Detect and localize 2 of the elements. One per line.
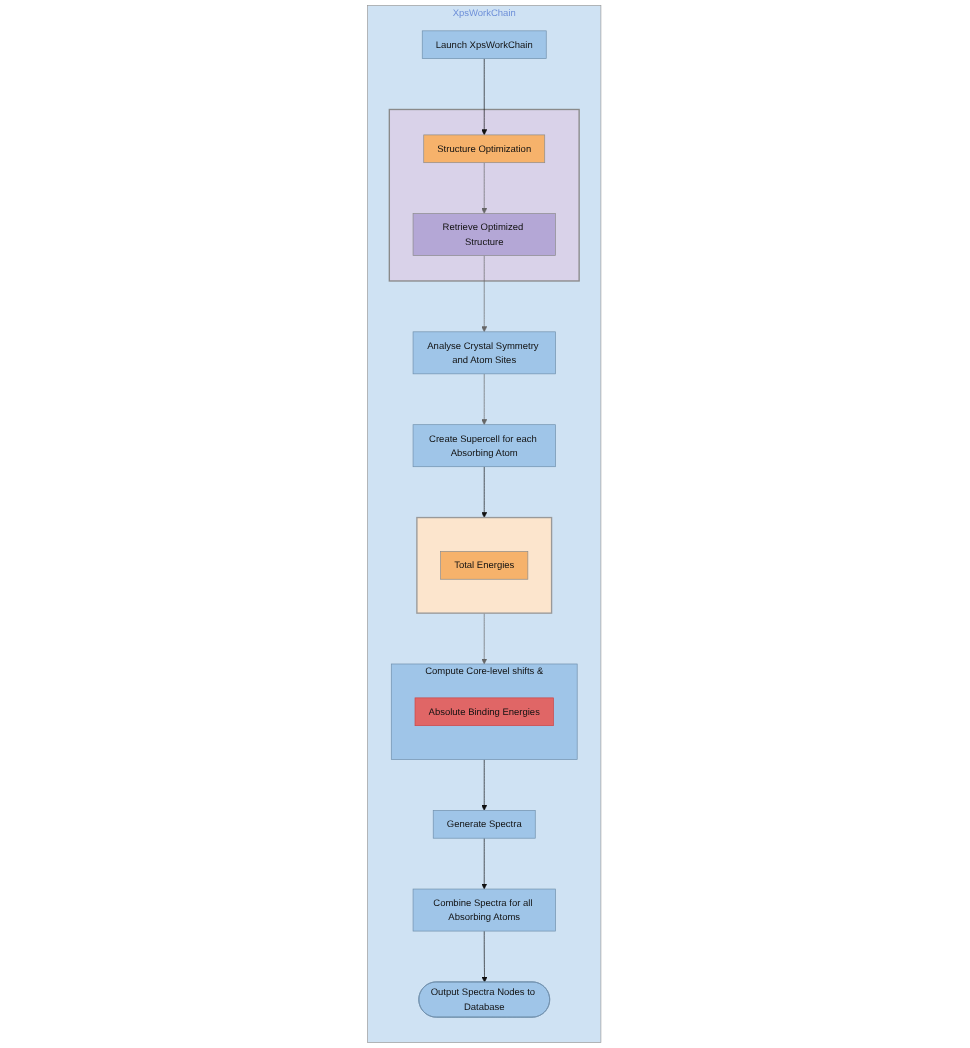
cluster: [389, 108, 581, 282]
cluster: [416, 516, 553, 614]
